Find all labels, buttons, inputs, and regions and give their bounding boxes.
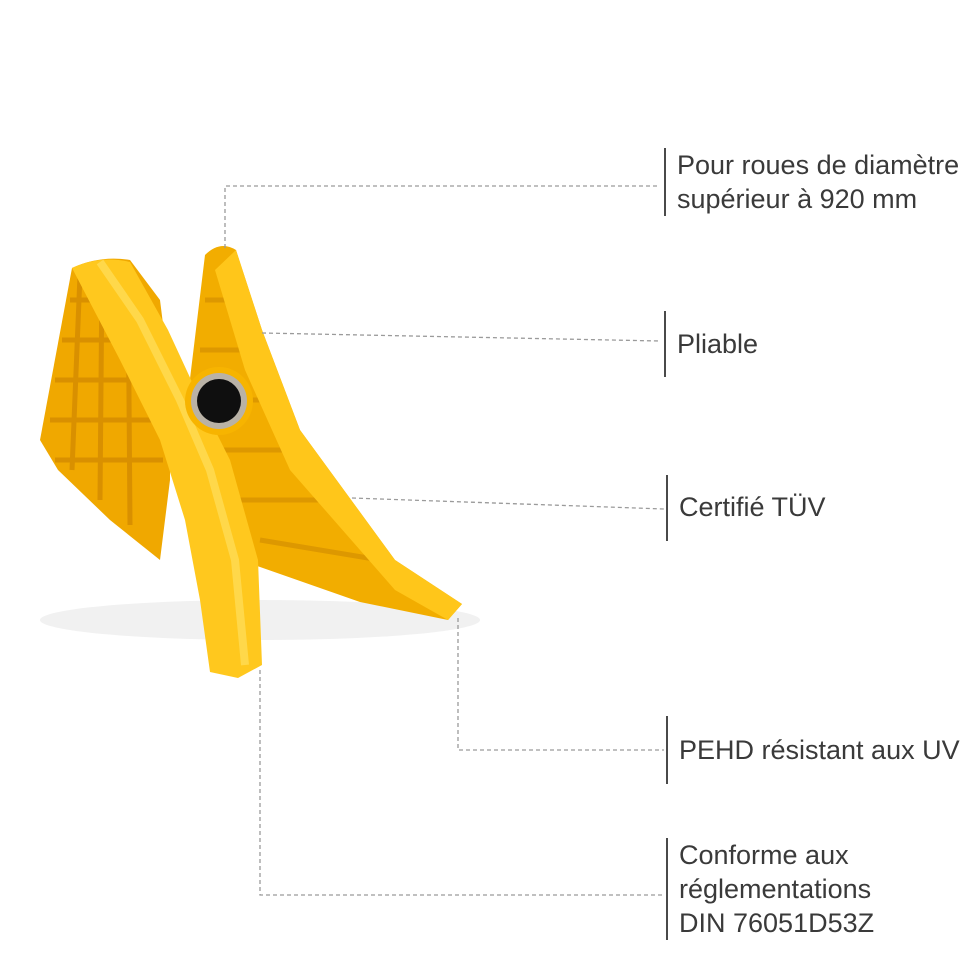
feature-din-compliance: Conforme aux réglementations DIN 76051D5… <box>666 838 874 940</box>
leader-line-wheel-diameter <box>224 185 660 248</box>
front-ramp-highlight <box>96 259 249 666</box>
feature-tuv-certified: Certifié TÜV <box>666 475 826 541</box>
feature-tuv-label: Certifié TÜV <box>679 492 826 522</box>
leader-line-foldable <box>261 332 661 342</box>
feature-wheel-diameter: Pour roues de diamètre supérieur à 920 m… <box>664 148 959 216</box>
feature-uv-resistant-hdpe: PEHD résistant aux UV <box>666 716 960 784</box>
feature-foldable-label: Pliable <box>677 329 759 359</box>
feature-din-line-1: Conforme aux <box>679 840 849 870</box>
front-ramp-top-surface <box>72 259 262 678</box>
feature-foldable: Pliable <box>664 311 758 377</box>
leader-line-uv-resistant <box>457 618 664 751</box>
feature-uv-label: PEHD résistant aux UV <box>679 735 960 765</box>
feature-din-line-3: DIN 76051D53Z <box>679 908 875 938</box>
feature-din-line-2: réglementations <box>679 874 872 904</box>
feature-wheel-diameter-line-2: supérieur à 920 mm <box>677 184 918 214</box>
hinge-hole <box>197 379 241 423</box>
feature-wheel-diameter-line-1: Pour roues de diamètre <box>677 150 960 180</box>
leader-line-din <box>259 670 664 896</box>
back-ramp-top-surface <box>215 250 462 620</box>
leader-line-tuv <box>351 497 665 510</box>
